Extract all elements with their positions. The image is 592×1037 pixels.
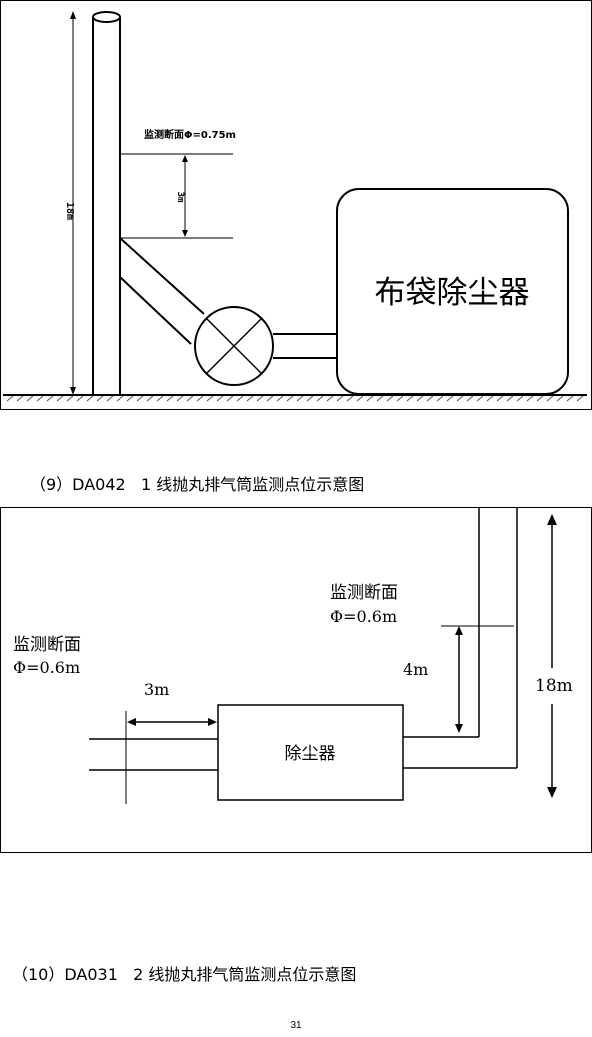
left-distance-dimension	[127, 718, 217, 726]
stack-height-label: 18m	[64, 202, 75, 220]
bag-filter-label: 布袋除尘器	[375, 275, 530, 311]
right-distance-label: 4m	[403, 660, 428, 679]
left-section-diameter: Φ=0.6m	[13, 658, 80, 677]
figure-caption-da031: （10）DA031 2 线抛丸排气筒监测点位示意图	[12, 965, 357, 984]
page-number: 31	[290, 1020, 302, 1031]
right-section-diameter: Φ=0.6m	[330, 607, 397, 626]
section-distance-label: 3m	[175, 192, 185, 203]
ground-hatching	[6, 395, 584, 402]
stack-height-dimension	[547, 514, 557, 798]
figure-caption-da042: （9）DA042 1 线抛丸排气筒监测点位示意图	[30, 475, 365, 494]
diagram-da031: 3m 监测断面 Φ=0.6m 除尘器 4m 监测断面 Φ=0.6m	[0, 507, 592, 853]
stack-height-label: 18m	[535, 676, 573, 696]
fan-symbol	[194, 306, 274, 386]
dust-collector-label: 除尘器	[285, 744, 336, 764]
section-distance-dimension	[182, 155, 188, 237]
dust-collector-box	[217, 704, 404, 801]
right-section-title: 监测断面	[330, 583, 398, 603]
left-section-title: 监测断面	[13, 635, 81, 655]
diagram-da031-drawing: 3m 监测断面 Φ=0.6m 除尘器 4m 监测断面 Φ=0.6m	[13, 508, 573, 804]
exhaust-stack	[92, 11, 121, 395]
diagram-da042-drawing: 18m 监测断面Φ=0.75m 3m 布袋除尘器	[3, 11, 587, 402]
right-distance-dimension	[455, 626, 463, 733]
stack-height-dimension	[70, 11, 76, 395]
monitoring-section-label: 监测断面Φ=0.75m	[144, 128, 236, 141]
diagram-da042: 18m 监测断面Φ=0.75m 3m 布袋除尘器	[0, 0, 592, 410]
outlet-duct	[273, 333, 337, 359]
left-distance-label: 3m	[144, 680, 169, 699]
diagonal-duct	[119, 237, 205, 345]
bag-filter-box	[336, 188, 569, 395]
outlet-stack	[403, 508, 518, 769]
